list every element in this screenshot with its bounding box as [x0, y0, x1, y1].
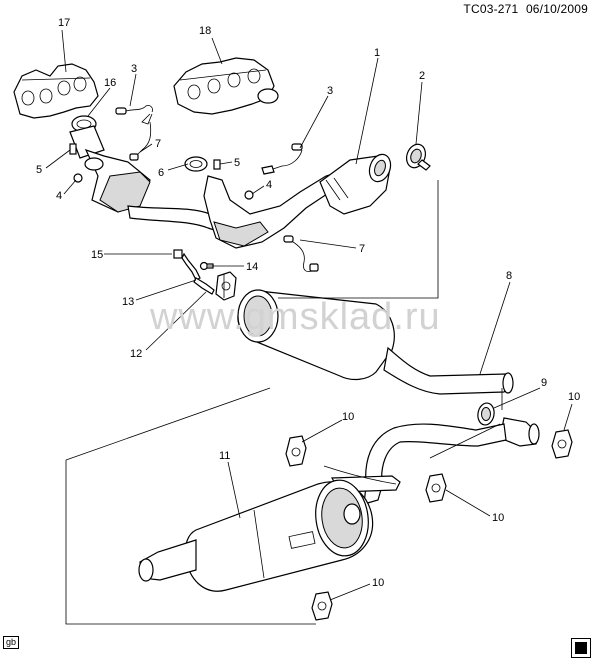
- bolt-5-right: [213, 159, 221, 170]
- bolt-5-left: [69, 143, 77, 155]
- callout-9: 9: [541, 377, 547, 389]
- assembly-guide-lines: [65, 180, 503, 625]
- callout-8: 8: [506, 270, 512, 282]
- drawing-date: 06/10/2009: [525, 2, 588, 16]
- callout-3-right: 3: [327, 85, 333, 97]
- callout-4-right: 4: [266, 179, 272, 191]
- callout-13: 13: [122, 296, 134, 308]
- hanger-10-right: [551, 429, 573, 459]
- callout-10-lower: 10: [372, 577, 384, 589]
- hanger-10-middle: [425, 473, 447, 503]
- callout-5-left: 5: [36, 164, 42, 176]
- callout-11: 11: [219, 450, 230, 462]
- callout-10-middle: 10: [492, 512, 504, 524]
- oxygen-sensor-7-lower: [283, 235, 319, 272]
- callout-14: 14: [246, 261, 258, 273]
- gasket-6: [184, 156, 208, 172]
- footer-badge: gb: [3, 636, 20, 649]
- callout-7-lower: 7: [359, 243, 365, 255]
- callout-labels: 17 16 3 18 1 2 3 7 5 4 6 5 4 7 15 14 13 …: [36, 17, 580, 589]
- hanger-13: [215, 271, 237, 301]
- clamp-9: [477, 402, 495, 426]
- muffler-11: [138, 479, 374, 592]
- front-pipe-converter-1: [203, 153, 392, 249]
- oxygen-sensor-3-right: [261, 143, 303, 175]
- watermark-text: www.gmsklad.ru: [150, 296, 441, 338]
- leader-lines: [45, 29, 573, 601]
- callout-2: 2: [419, 70, 425, 82]
- callout-7-upper: 7: [155, 138, 161, 150]
- callout-16: 16: [104, 77, 116, 89]
- bracket-15: [173, 249, 215, 295]
- nut-4-right: [244, 190, 254, 200]
- exhaust-manifold-right: [173, 57, 279, 115]
- callout-10-upper: 10: [342, 411, 354, 423]
- drawing-code: TC03-271: [463, 2, 519, 16]
- gm-logo-icon: [571, 638, 591, 658]
- clamp-2: [405, 143, 431, 171]
- callout-3-left: 3: [131, 63, 137, 75]
- drawing-id: TC03-271 06/10/2009: [459, 2, 588, 16]
- exhaust-manifold-left: [13, 63, 99, 119]
- callout-4-left: 4: [56, 190, 62, 202]
- callout-1: 1: [374, 47, 380, 59]
- hanger-10-upper: [285, 435, 307, 467]
- oxygen-sensor-3-left: [115, 105, 153, 161]
- callout-5-right: 5: [234, 157, 240, 169]
- callout-15: 15: [91, 249, 103, 261]
- callout-12: 12: [130, 348, 142, 360]
- hanger-10-lower: [311, 591, 333, 621]
- callout-6: 6: [158, 167, 164, 179]
- callout-17: 17: [58, 17, 70, 29]
- callout-18: 18: [199, 25, 211, 37]
- intermediate-pipe-muffler-8: [237, 289, 514, 395]
- callout-10-right: 10: [568, 391, 580, 403]
